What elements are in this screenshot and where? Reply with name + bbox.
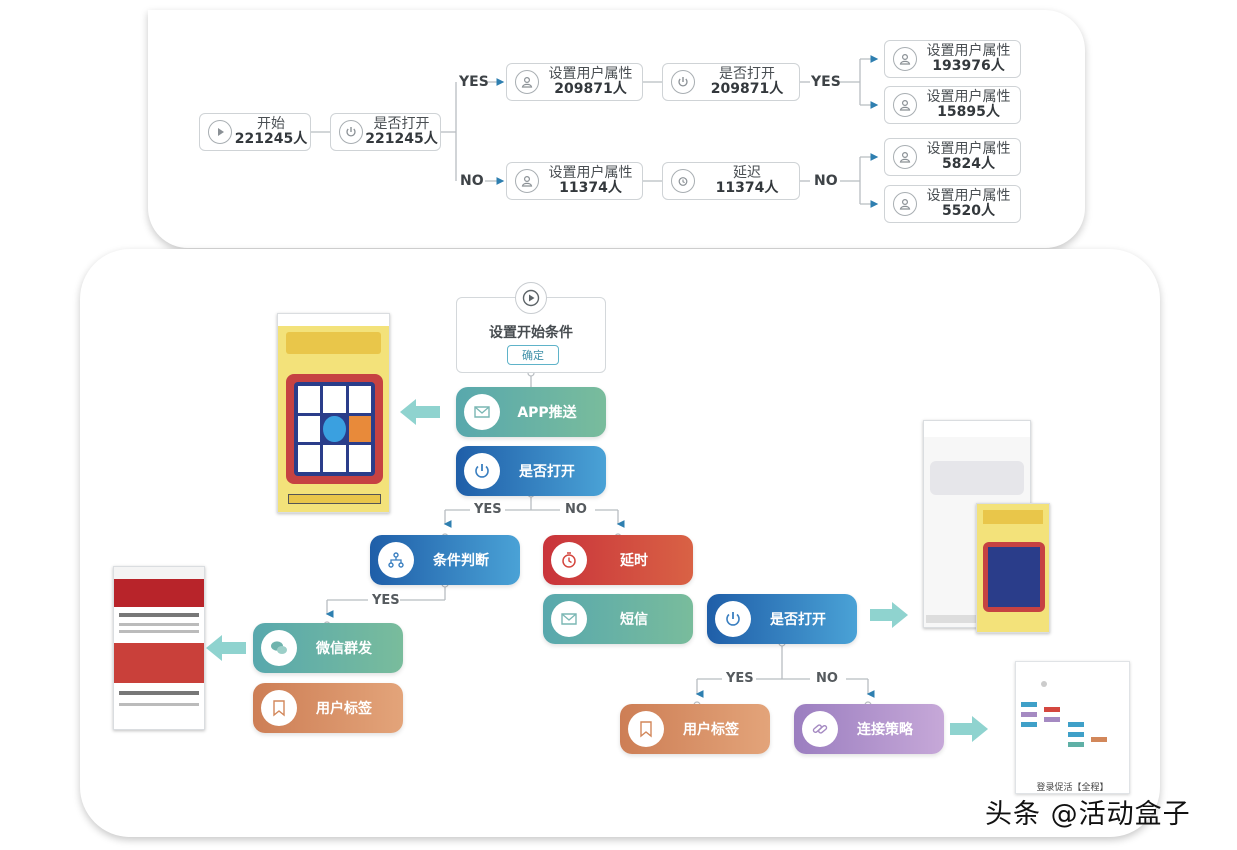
no-label: NO — [816, 671, 838, 686]
node-count: 221245人 — [365, 131, 438, 147]
node-title: 设置用户属性 — [548, 165, 633, 181]
user-icon — [893, 47, 917, 71]
node-count: 5520人 — [942, 203, 995, 219]
step-label: 连接策略 — [857, 722, 913, 738]
is-open-step[interactable]: 是否打开 — [456, 446, 606, 496]
node-count: 221245人 — [234, 131, 308, 147]
lottery-phone-screenshot-2 — [976, 503, 1050, 633]
user-tag-left-step[interactable]: 用户标签 — [253, 683, 403, 733]
node-count: 209871人 — [554, 81, 627, 97]
node-title: 设置用户属性 — [548, 66, 633, 82]
mail-icon — [551, 601, 587, 637]
node-title: 设置用户属性 — [926, 43, 1011, 59]
node-count: 193976人 — [932, 58, 1005, 74]
lottery-phone-screenshot — [277, 313, 390, 513]
node-count: 15895人 — [937, 104, 1000, 120]
arrow-right-icon — [870, 602, 908, 628]
user-icon — [515, 70, 539, 94]
mini-flow-icon — [1021, 681, 1107, 747]
step-label: 条件判断 — [433, 553, 489, 569]
arrow-left-icon — [400, 399, 440, 425]
arrow-left-icon — [206, 635, 246, 661]
wechat-icon — [261, 630, 297, 666]
power-icon — [671, 70, 695, 94]
step-label: 延时 — [620, 553, 648, 569]
branch-icon — [378, 542, 414, 578]
timer-icon — [551, 542, 587, 578]
user-icon — [515, 169, 539, 193]
power-icon — [715, 601, 751, 637]
user-icon — [893, 192, 917, 216]
thumbnail-caption: 登录促活【全程】 — [1036, 783, 1109, 793]
node-title: 是否打开 — [719, 66, 775, 82]
step-label: 短信 — [620, 612, 648, 628]
power-icon — [339, 120, 363, 144]
power-icon — [464, 453, 500, 489]
is-open-2-step[interactable]: 是否打开 — [707, 594, 857, 644]
node-count: 11374人 — [559, 180, 622, 196]
node-title: 延迟 — [733, 165, 761, 181]
timer-icon — [671, 169, 695, 193]
user-icon — [893, 93, 917, 117]
condition-step[interactable]: 条件判断 — [370, 535, 520, 585]
yes-label: YES — [726, 671, 754, 686]
wechat-broadcast-step[interactable]: 微信群发 — [253, 623, 403, 673]
step-label: 是否打开 — [519, 464, 575, 480]
arrow-right-icon — [950, 716, 988, 742]
user-tag-right-step[interactable]: 用户标签 — [620, 704, 770, 754]
node-title: 设置用户属性 — [926, 89, 1011, 105]
link-icon — [802, 711, 838, 747]
step-label: 用户标签 — [683, 722, 739, 738]
strategy-thumbnail: 登录促活【全程】 — [1015, 661, 1130, 794]
no-label: NO — [460, 173, 484, 189]
play-icon — [208, 120, 232, 144]
step-label: 是否打开 — [770, 612, 826, 628]
push-icon — [464, 394, 500, 430]
step-label: 用户标签 — [316, 701, 372, 717]
node-count: 11374人 — [715, 180, 779, 196]
play-icon — [515, 282, 547, 314]
user-icon — [893, 145, 917, 169]
yes-label: YES — [459, 74, 489, 90]
confirm-button[interactable]: 确定 — [507, 345, 559, 365]
sms-step[interactable]: 短信 — [543, 594, 693, 644]
step-label: 微信群发 — [316, 641, 372, 657]
yes-label: YES — [474, 502, 502, 517]
tag-icon — [261, 690, 297, 726]
start-condition-title: 设置开始条件 — [489, 325, 573, 341]
tag-icon — [628, 711, 664, 747]
node-count: 209871人 — [710, 81, 784, 97]
yes-label-2: YES — [811, 74, 841, 90]
delay-step[interactable]: 延时 — [543, 535, 693, 585]
node-title: 设置用户属性 — [926, 141, 1011, 157]
step-label: APP推送 — [517, 405, 577, 421]
app-push-step[interactable]: APP推送 — [456, 387, 606, 437]
watermark: 头条 @活动盒子 — [985, 799, 1191, 830]
wechat-article-screenshot — [113, 566, 205, 730]
node-count: 5824人 — [942, 156, 995, 172]
connect-strategy-step[interactable]: 连接策略 — [794, 704, 944, 754]
no-label: NO — [565, 502, 587, 517]
yes-label: YES — [372, 593, 400, 608]
node-title: 设置用户属性 — [926, 188, 1011, 204]
node-title: 是否打开 — [373, 116, 430, 132]
node-title: 开始 — [257, 116, 285, 132]
no-label-2: NO — [814, 173, 838, 189]
